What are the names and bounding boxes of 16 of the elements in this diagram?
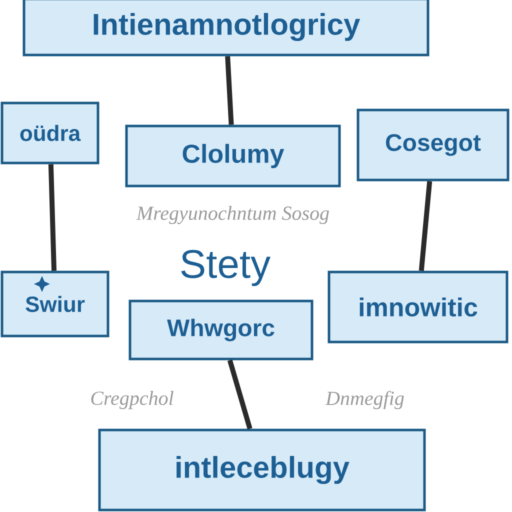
script-text: Dnmegfig [325, 390, 404, 410]
label-box: Clolumy [125, 124, 341, 188]
script-text: Mregyunochntum Sosog [136, 206, 329, 224]
label-box: intleceblugy [98, 428, 426, 512]
center-text: Stety [181, 250, 270, 286]
label-box: Swiur [0, 270, 110, 338]
connector-line [48, 164, 57, 271]
label-box: Intienamnotlogricy [22, 0, 430, 56]
label-box: imnowitic [328, 270, 508, 344]
label-box: Cosegot [356, 108, 510, 182]
label-box: oüdra [0, 102, 100, 164]
label-box: Whwgorc [128, 300, 314, 360]
connector-line [418, 181, 432, 271]
script-text: Cregpchol [91, 390, 174, 410]
connector-line [225, 56, 234, 125]
connector-line [227, 360, 252, 430]
